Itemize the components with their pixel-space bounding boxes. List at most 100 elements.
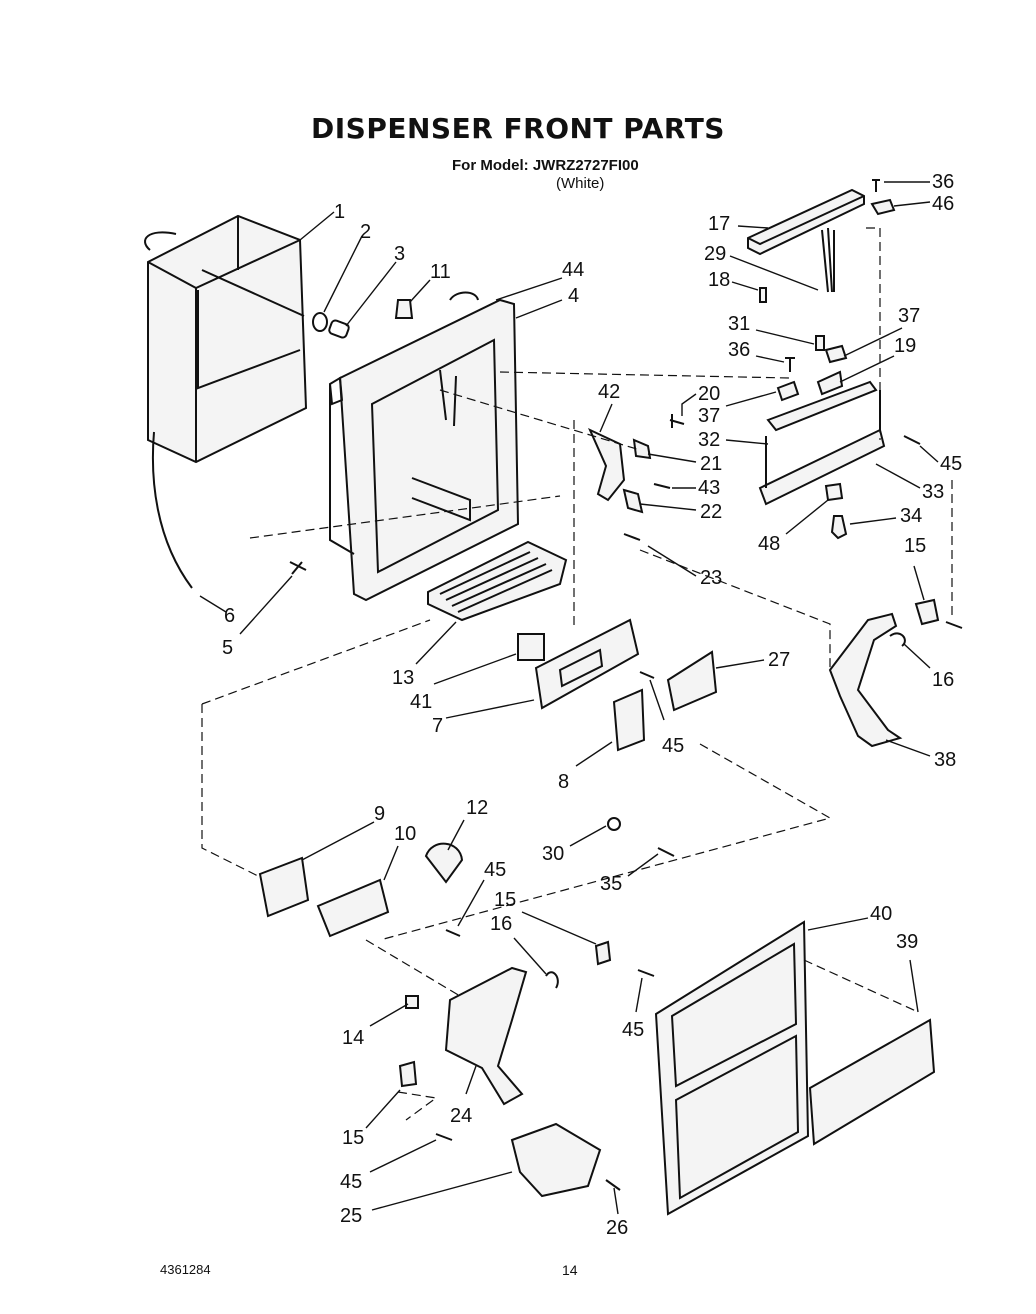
callout-9: 9 [374, 803, 385, 825]
callout-22: 22 [700, 501, 722, 523]
part-46-clip [870, 198, 896, 216]
callout-10: 10 [394, 823, 416, 845]
part-26-screw [605, 1179, 621, 1191]
part-23-screw [623, 533, 641, 541]
callout-12: 12 [466, 797, 488, 819]
callout-45-e: 45 [340, 1171, 362, 1193]
part-15-clip-bottom [398, 1060, 418, 1088]
callout-30: 30 [542, 843, 564, 865]
callout-11: 11 [430, 261, 451, 283]
callout-45-c: 45 [484, 859, 506, 881]
part-5-screw [289, 561, 307, 575]
callout-3: 3 [394, 243, 405, 265]
part-34-nut [830, 515, 848, 540]
part-37-bracket-a [824, 344, 848, 364]
part-10-mount [316, 878, 390, 938]
callout-39: 39 [896, 931, 918, 953]
callout-6: 6 [224, 605, 235, 627]
callout-46: 46 [932, 193, 954, 215]
part-8-plate [612, 688, 646, 752]
part-22-actuator [622, 488, 644, 514]
callout-43: 43 [698, 477, 720, 499]
part-4-frame [328, 291, 520, 602]
part-6-tube [151, 431, 193, 589]
part-12-disc [424, 842, 464, 884]
part-48-bushing [824, 482, 844, 502]
part-17-cover-bar [747, 188, 865, 256]
part-38-arm [828, 612, 903, 748]
part-36-screw-b [785, 357, 795, 372]
part-43-screw [653, 483, 671, 489]
part-36-screw-top [872, 179, 880, 192]
part-41-label [517, 633, 545, 661]
part-31-switch [815, 335, 825, 351]
part-13-grille [427, 540, 568, 622]
assembly-lines [201, 227, 953, 1121]
part-45-screw-right [945, 621, 963, 629]
callout-34: 34 [900, 505, 922, 527]
part-25-tray [510, 1122, 602, 1198]
callouts: 1 2 3 11 44 4 36 46 17 29 18 31 37 36 19… [222, 171, 962, 1239]
part-45-screw-b [639, 671, 655, 679]
part-45-screw-bottom [435, 1133, 453, 1141]
callout-15-mid: 15 [494, 889, 516, 911]
part-14-clip [405, 995, 419, 1009]
callout-35: 35 [600, 873, 622, 895]
callout-37-top: 37 [898, 305, 920, 327]
part-45-screw-a [903, 435, 921, 445]
callout-48: 48 [758, 533, 780, 555]
callout-23: 23 [700, 567, 722, 589]
callout-26: 26 [606, 1217, 628, 1239]
callout-2: 2 [360, 221, 371, 243]
callout-4: 4 [568, 285, 579, 307]
callout-8: 8 [558, 771, 569, 793]
callout-42: 42 [598, 381, 620, 403]
callout-21: 21 [700, 453, 722, 475]
callout-13: 13 [392, 667, 414, 689]
document-number: 4361284 [160, 1262, 211, 1277]
part-15-clip-right [914, 598, 940, 626]
callout-24: 24 [450, 1105, 472, 1127]
part-21-lever [632, 438, 652, 460]
callout-19: 19 [894, 335, 916, 357]
part-11-cap [394, 299, 414, 319]
part-30-washer [607, 817, 621, 831]
part-18-pin [759, 287, 767, 303]
page-number: 14 [562, 1262, 578, 1278]
model-color: (White) [556, 175, 605, 192]
part-27-cover [666, 650, 718, 712]
part-29-wiring [821, 227, 835, 293]
callout-36-mid: 36 [728, 339, 750, 361]
part-45-screw-c [445, 929, 461, 937]
part-32-33-mount [758, 380, 886, 506]
part-1-housing [144, 214, 308, 464]
part-39-panel [808, 1018, 936, 1146]
callout-37-mid: 37 [698, 405, 720, 427]
leader-lines [199, 181, 939, 1215]
callout-20: 20 [698, 383, 720, 405]
callout-16-mid: 16 [490, 913, 512, 935]
callout-40: 40 [870, 903, 892, 925]
callout-5: 5 [222, 637, 233, 659]
part-16-spring-right [889, 632, 906, 647]
callout-38: 38 [934, 749, 956, 771]
callout-36-top: 36 [932, 171, 954, 193]
part-45-screw-mid [637, 969, 655, 977]
callout-15-right: 15 [904, 535, 926, 557]
page-title: DISPENSER FRONT PARTS [311, 112, 725, 145]
callout-32: 32 [698, 429, 720, 451]
callout-14: 14 [342, 1027, 364, 1049]
part-16-spring-mid [545, 971, 559, 989]
part-7-panel [534, 618, 640, 710]
callout-45-b: 45 [662, 735, 684, 757]
part-9-paddle [258, 856, 310, 918]
callout-25: 25 [340, 1205, 362, 1227]
callout-17: 17 [708, 213, 730, 235]
callout-1: 1 [334, 201, 345, 223]
part-24-lever [444, 966, 528, 1106]
callout-27: 27 [768, 649, 790, 671]
callout-29: 29 [704, 243, 726, 265]
callout-7: 7 [432, 715, 443, 737]
callout-15-bottom: 15 [342, 1127, 364, 1149]
part-37-bracket-b [776, 380, 800, 402]
